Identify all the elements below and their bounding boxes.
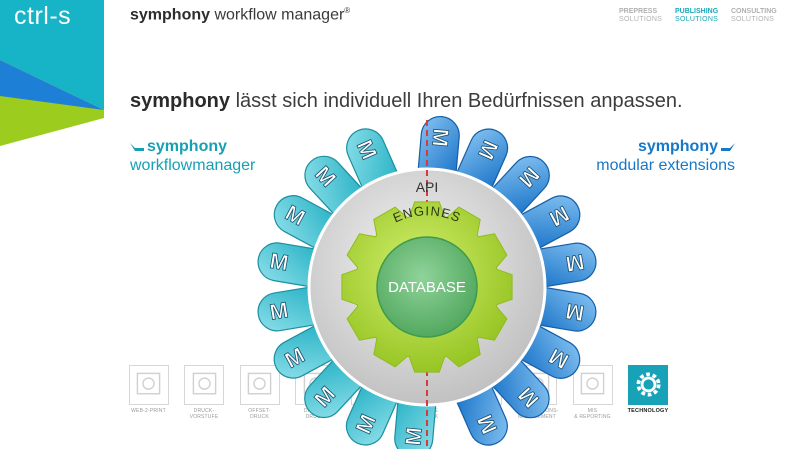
nav-sublabel: SOLUTIONS: [619, 16, 663, 23]
nav-publishing[interactable]: PUBLISHING SOLUTIONS: [675, 8, 718, 24]
database-core: [376, 236, 478, 338]
petal-shape: [257, 242, 321, 288]
module-tile[interactable]: WEB-2-PRINT: [126, 365, 171, 414]
left-brand: symphony workflowmanager: [130, 138, 255, 175]
module-tile[interactable]: DRUCK-VORSTUFE: [182, 365, 227, 420]
workflow-module-petal: M: [345, 380, 400, 446]
module-letter: M: [564, 249, 586, 277]
extension-module-petal: M: [417, 115, 460, 178]
module-pictogram-icon: [572, 365, 613, 405]
right-brand: symphony modular extensions: [545, 138, 735, 175]
workflow-module-petal: M: [394, 396, 437, 449]
petal-shape: [533, 286, 597, 332]
right-brand-title: symphony: [637, 138, 718, 155]
extension-module-petal: M: [533, 286, 597, 332]
headline: symphony lässt sich individuell Ihren Be…: [130, 90, 683, 113]
headline-rest: lässt sich individuell Ihren Bedürfnisse…: [235, 90, 683, 112]
extension-module-petal: M: [533, 242, 597, 289]
engines-label: ENGINES: [391, 203, 464, 225]
headline-bold: symphony: [130, 90, 231, 112]
nav-sublabel: SOLUTIONS: [731, 16, 775, 23]
corner-mark-icon: [721, 142, 735, 151]
nav-sublabel: SOLUTIONS: [675, 16, 719, 23]
module-tile-sublabel: DRUCK: [250, 414, 269, 420]
module-tile-label: DRUCK-: [193, 408, 215, 414]
left-brand-subtitle: workflowmanager: [130, 157, 256, 174]
extension-module-petal: M: [454, 381, 508, 446]
registered-mark: ®: [344, 6, 351, 15]
app-title-rest: workflow manager: [214, 6, 345, 24]
module-tile-label: OFFSET-: [248, 408, 271, 414]
module-pictogram-icon: [128, 365, 169, 405]
module-tile[interactable]: TECHNOLOGY: [626, 365, 671, 414]
workflow-module-petal: M: [257, 242, 321, 288]
module-pictogram-icon: [239, 365, 280, 405]
module-tile[interactable]: OFFSET-DRUCK: [237, 365, 282, 420]
nav-label: PREPRESS: [619, 8, 658, 15]
module-tile-sublabel: & REPORTING: [574, 414, 611, 420]
module-letter: M: [564, 298, 586, 326]
module-tile-label: MIS: [587, 408, 598, 414]
module-tile-label: WEB-2-PRINT: [131, 408, 166, 414]
module-pictogram-icon: [184, 365, 224, 405]
module-letter: M: [400, 426, 427, 446]
app-title: symphony workflow manager®: [130, 6, 350, 24]
nav-label: PUBLISHING: [675, 8, 719, 15]
module-tile-sublabel: VORSTUFE: [189, 414, 219, 420]
petal-shape: [533, 242, 597, 289]
logo-panel: [0, 0, 104, 146]
module-letter: M: [427, 127, 454, 147]
gear-icon: [628, 365, 668, 405]
workflow-module-petal: M: [257, 285, 321, 332]
nav-prepress[interactable]: PREPRESS SOLUTIONS: [619, 8, 662, 24]
corner-mark-icon: [130, 142, 144, 151]
module-tile-label: TECHNOLOGY: [627, 408, 669, 414]
module-tile[interactable]: MIS& REPORTING: [570, 365, 615, 420]
nav-label: CONSULTING: [731, 8, 777, 15]
petal-shape: [257, 285, 321, 332]
nav-consulting[interactable]: CONSULTING SOLUTIONS: [731, 8, 777, 24]
module-letter: M: [268, 248, 290, 276]
petal-shape: [417, 115, 460, 178]
app-title-bold: symphony: [130, 6, 211, 24]
api-label: API: [416, 179, 439, 195]
database-label: DATABASE: [388, 279, 466, 296]
petal-shape: [394, 396, 437, 449]
right-brand-subtitle: modular extensions: [596, 157, 735, 174]
extension-module-petal: M: [488, 155, 550, 219]
logo: ctrl-s: [14, 2, 72, 30]
module-tile-sublabel: DRUCK: [305, 414, 325, 420]
left-brand-title: symphony: [147, 138, 228, 155]
module-letter: M: [268, 297, 290, 325]
